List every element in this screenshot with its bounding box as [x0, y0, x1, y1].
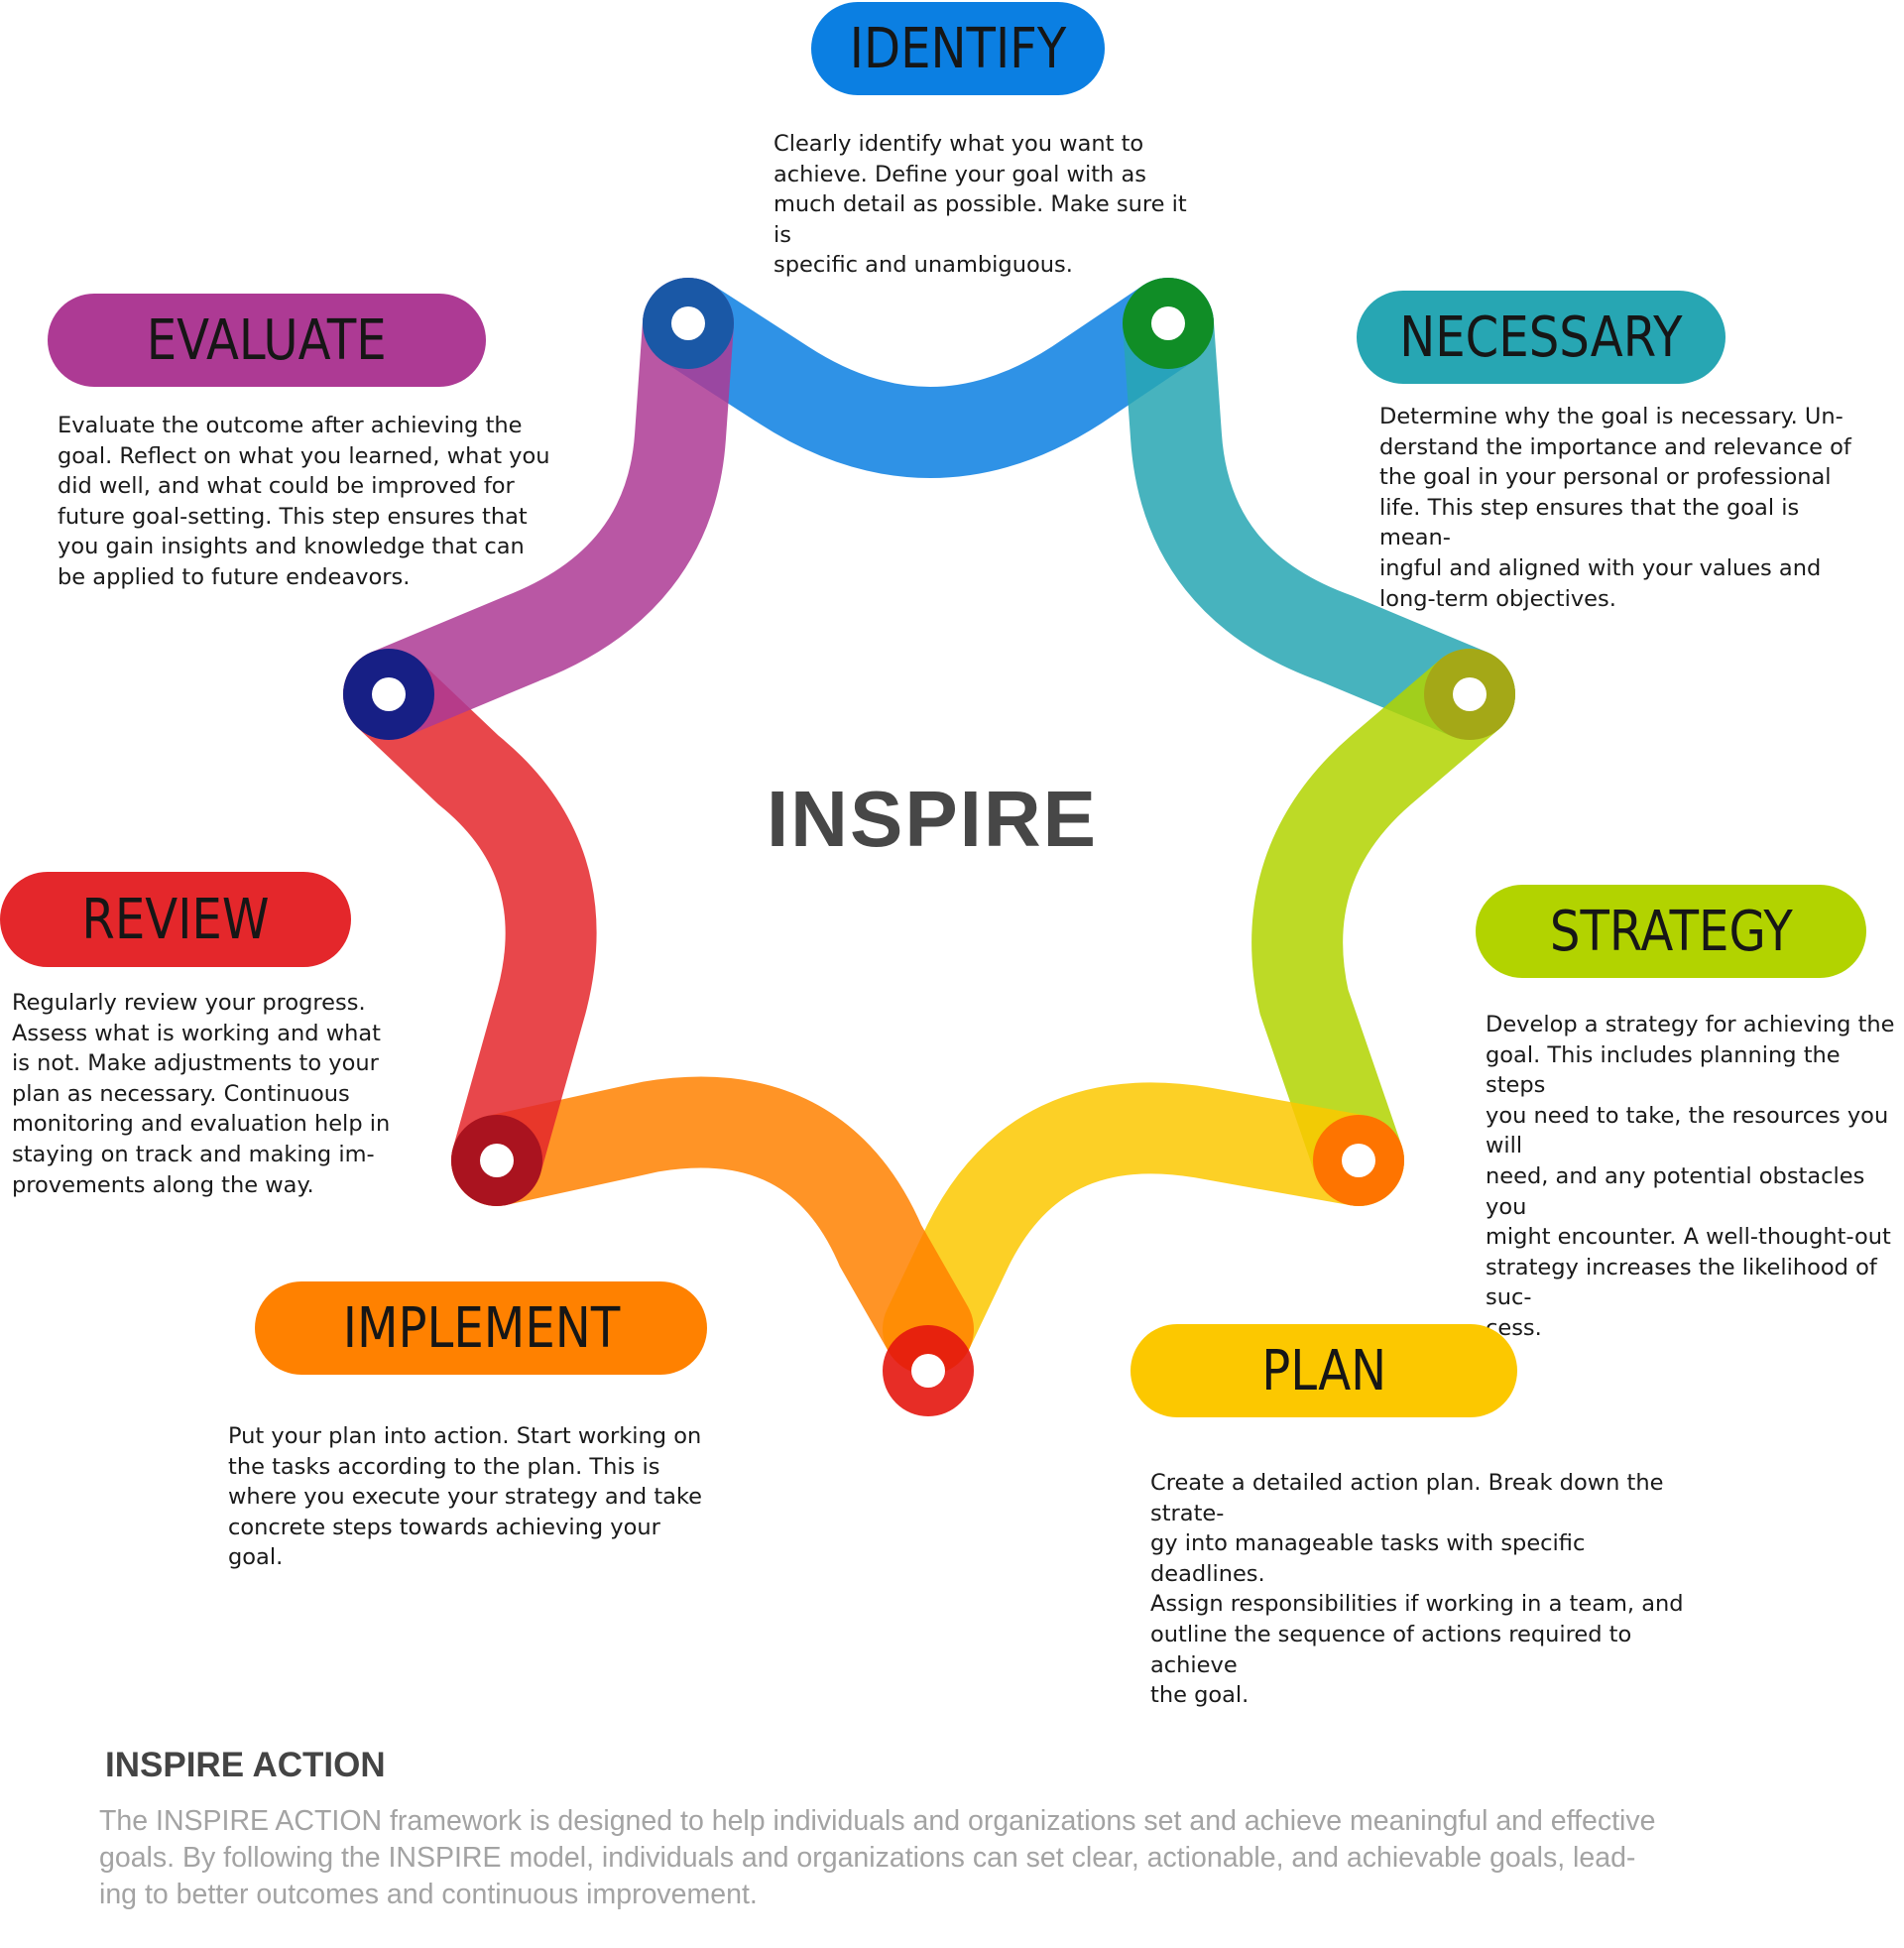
plan-label: PLAN — [1261, 1338, 1386, 1403]
necessary-description: Determine why the goal is necessary. Un-… — [1379, 404, 1851, 612]
node-identify — [643, 278, 734, 369]
node-evaluate — [343, 649, 434, 740]
footer-heading: INSPIRE ACTION — [105, 1746, 386, 1784]
node-review — [451, 1115, 542, 1206]
evaluate-label: EVALUATE — [147, 307, 387, 373]
implement-description: Put your plan into action. Start working… — [228, 1423, 703, 1571]
arc-plan — [883, 1082, 1404, 1375]
arc-necessary — [1123, 278, 1515, 740]
identify-description: Clearly identify what you want to achiev… — [774, 131, 1187, 279]
strategy-pill: STRATEGY — [1476, 885, 1866, 978]
strategy-description: Develop a strategy for achieving the goa… — [1486, 1012, 1895, 1341]
identify-label: IDENTIFY — [849, 16, 1067, 81]
strategy-label: STRATEGY — [1549, 899, 1793, 964]
node-necessary — [1123, 278, 1214, 369]
arc-evaluate — [343, 278, 734, 740]
plan-pill: PLAN — [1130, 1324, 1517, 1417]
plan-description: Create a detailed action plan. Break dow… — [1150, 1470, 1684, 1709]
identify-pill: IDENTIFY — [811, 2, 1105, 95]
necessary-label: NECESSARY — [1399, 304, 1683, 370]
review-description: Regularly review your progress. Assess w… — [12, 990, 391, 1198]
review-label: REVIEW — [81, 887, 270, 952]
node-implement — [883, 1325, 974, 1416]
arc-strategy — [1251, 649, 1515, 1206]
arc-implement — [451, 1076, 974, 1375]
review-pill: REVIEW — [0, 872, 351, 967]
node-plan — [1313, 1115, 1404, 1206]
necessary-pill: NECESSARY — [1357, 291, 1726, 384]
evaluate-description: Evaluate the outcome after achieving the… — [58, 413, 550, 590]
footer-text: The INSPIRE ACTION framework is designed… — [99, 1805, 1656, 1910]
arc-review — [343, 649, 597, 1206]
implement-label: IMPLEMENT — [342, 1295, 620, 1361]
node-strategy — [1424, 649, 1515, 740]
evaluate-pill: EVALUATE — [48, 294, 486, 387]
arc-identify — [643, 278, 1214, 478]
center-title: INSPIRE — [766, 775, 1099, 863]
implement-pill: IMPLEMENT — [255, 1281, 707, 1375]
